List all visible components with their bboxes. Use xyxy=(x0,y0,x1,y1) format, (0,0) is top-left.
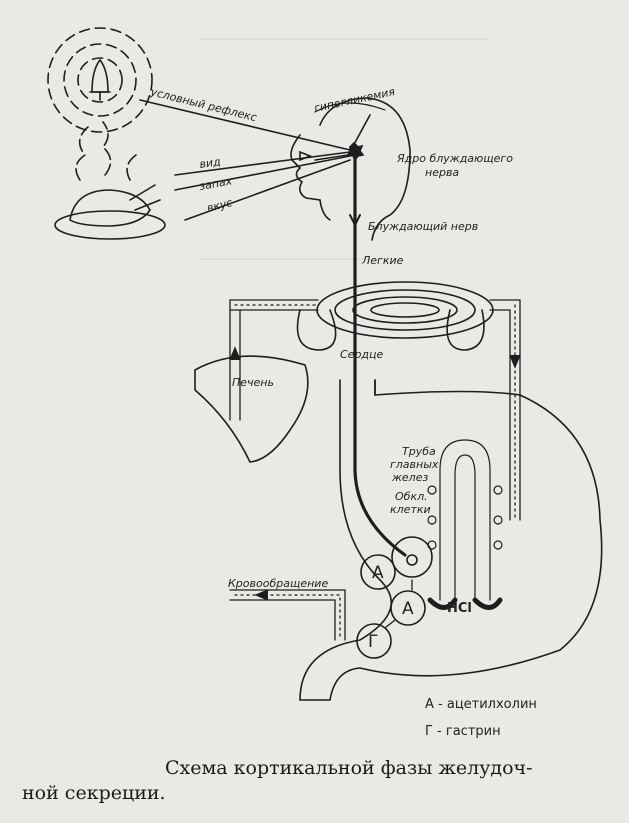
bleed-through-text: ────────────────── xyxy=(200,250,385,270)
label-liver: Печень xyxy=(232,376,274,389)
label-lungs: Легкие xyxy=(361,254,404,267)
legend-acetylcholine: А - ацетилхолин xyxy=(425,697,537,712)
label-chief-glands-3: желез xyxy=(391,471,428,484)
legend-gastrin: Г - гастрин xyxy=(425,724,501,739)
vagus-nerve xyxy=(353,153,407,557)
figure-caption-line2: ной секреции. xyxy=(22,782,166,804)
label-chief-glands: Труба xyxy=(402,445,436,458)
liver xyxy=(194,355,309,463)
label-hcl: HCl xyxy=(447,601,472,616)
label-chief-glands-2: главных xyxy=(390,458,439,471)
label-smell: запах xyxy=(198,174,233,193)
heart xyxy=(296,309,485,351)
label-vagus-nerve: Блуждающий нерв xyxy=(368,220,478,233)
marker-a-2: А xyxy=(402,599,414,619)
stomach xyxy=(299,379,603,701)
head-outline xyxy=(290,97,411,241)
label-vagus-nucleus: Ядро блуждающего xyxy=(396,152,513,165)
lungs xyxy=(316,281,494,339)
gastric-glands xyxy=(427,439,503,610)
roast-chicken-icon xyxy=(54,121,166,240)
stimulus-arrows xyxy=(139,99,371,221)
label-parietal-cells: Обкл. xyxy=(395,490,428,503)
label-heart: Сердце xyxy=(340,348,384,361)
circulation-vessels xyxy=(229,299,521,641)
bell-icon xyxy=(47,27,153,133)
acetylcholine-marker-2 xyxy=(390,590,426,626)
label-taste: вкус xyxy=(206,196,234,215)
label-sight: вид xyxy=(199,155,222,171)
bleed-through-text: ──────────────────────────── xyxy=(200,30,487,50)
acetylcholine-marker-1 xyxy=(360,554,396,590)
label-circulation: Кровообращение xyxy=(228,577,328,590)
label-hypoglycemia: гипогликемия xyxy=(313,85,397,115)
label-vagus-nucleus-2: нерва xyxy=(425,166,459,179)
marker-g: Г xyxy=(368,632,378,652)
figure-caption-line1: Схема кортикальной фазы желудоч- xyxy=(165,757,533,779)
vagus-nucleus xyxy=(346,141,365,162)
ganglion-circle xyxy=(391,536,433,578)
gastrin-marker xyxy=(356,623,392,659)
label-conditioned-reflex: условный рефлекс xyxy=(148,85,258,124)
label-parietal-cells-2: клетки xyxy=(390,503,431,516)
marker-a-1: А xyxy=(372,563,384,583)
